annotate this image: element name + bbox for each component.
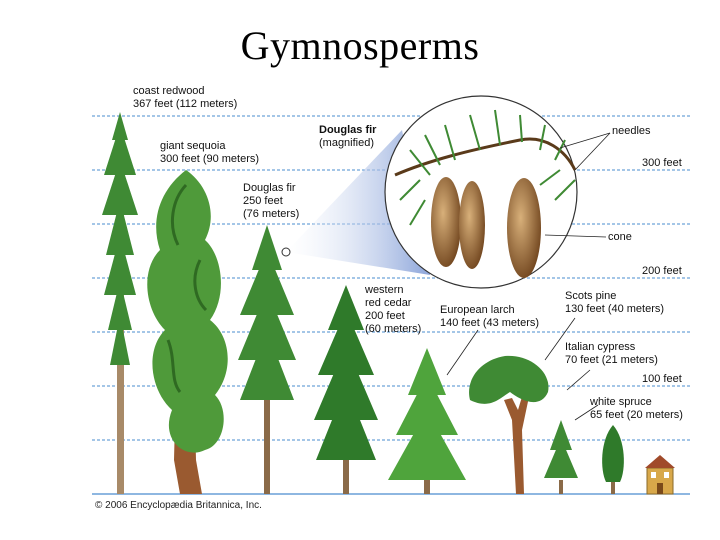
tree-size: 130 feet (40 meters): [565, 303, 664, 316]
douglas-fir-label: Douglas fir 250 feet (76 meters): [243, 182, 299, 221]
coast-redwood-label: coast redwood 367 feet (112 meters): [133, 85, 237, 111]
italian-cypress-label: Italian cypress 70 feet (21 meters): [565, 341, 658, 367]
tree-name: Douglas fir: [243, 182, 299, 195]
white-spruce-label: white spruce 65 feet (20 meters): [590, 396, 683, 422]
tree-name: coast redwood: [133, 85, 237, 98]
magnified-douglas-fir-branch: [385, 96, 577, 288]
tree-size: 367 feet (112 meters): [133, 98, 237, 111]
zoom-origin-marker: [282, 248, 290, 256]
italian-cypress-tree: [602, 425, 624, 494]
tree-size: 65 feet (20 meters): [590, 409, 683, 422]
european-larch-tree: [388, 348, 466, 494]
tree-size: 300 feet (90 meters): [160, 153, 259, 166]
magnified-label: Douglas fir (magnified): [319, 124, 376, 150]
tree-size: 140 feet (43 meters): [440, 317, 539, 330]
cone-shape: [507, 178, 541, 278]
tree-size: 250 feet: [243, 195, 299, 208]
tree-name: western: [365, 284, 421, 297]
white-spruce-tree: [544, 420, 578, 494]
cone-label: cone: [608, 231, 632, 244]
height-300-label: 300 feet: [642, 157, 682, 169]
tree-size: (76 meters): [243, 208, 299, 221]
house-icon: [645, 455, 675, 494]
giant-sequoia-label: giant sequoia 300 feet (90 meters): [160, 140, 259, 166]
cone-shape: [431, 177, 461, 267]
height-200-label: 200 feet: [642, 265, 682, 277]
tree-name: Italian cypress: [565, 341, 658, 354]
tree-name: white spruce: [590, 396, 683, 409]
tree-size: 200 feet: [365, 310, 421, 323]
tree-name: red cedar: [365, 297, 421, 310]
scots-pine-tree: [469, 356, 548, 494]
tree-name: Scots pine: [565, 290, 664, 303]
tree-name: European larch: [440, 304, 539, 317]
douglas-fir-tree: [238, 225, 296, 494]
western-red-cedar-label: western red cedar 200 feet (60 meters): [365, 284, 421, 336]
needles-label: needles: [612, 125, 651, 138]
copyright-notice: © 2006 Encyclopædia Britannica, Inc.: [95, 500, 262, 511]
cone-shape: [459, 181, 485, 269]
coast-redwood-tree: [102, 112, 138, 494]
tree-name: giant sequoia: [160, 140, 259, 153]
tree-size: 70 feet (21 meters): [565, 354, 658, 367]
european-larch-label: European larch 140 feet (43 meters): [440, 304, 539, 330]
tree-size: (60 meters): [365, 323, 421, 336]
magnified-title: Douglas fir: [319, 124, 376, 136]
magnified-subtitle: (magnified): [319, 137, 376, 150]
scots-pine-label: Scots pine 130 feet (40 meters): [565, 290, 664, 316]
height-100-label: 100 feet: [642, 373, 682, 385]
